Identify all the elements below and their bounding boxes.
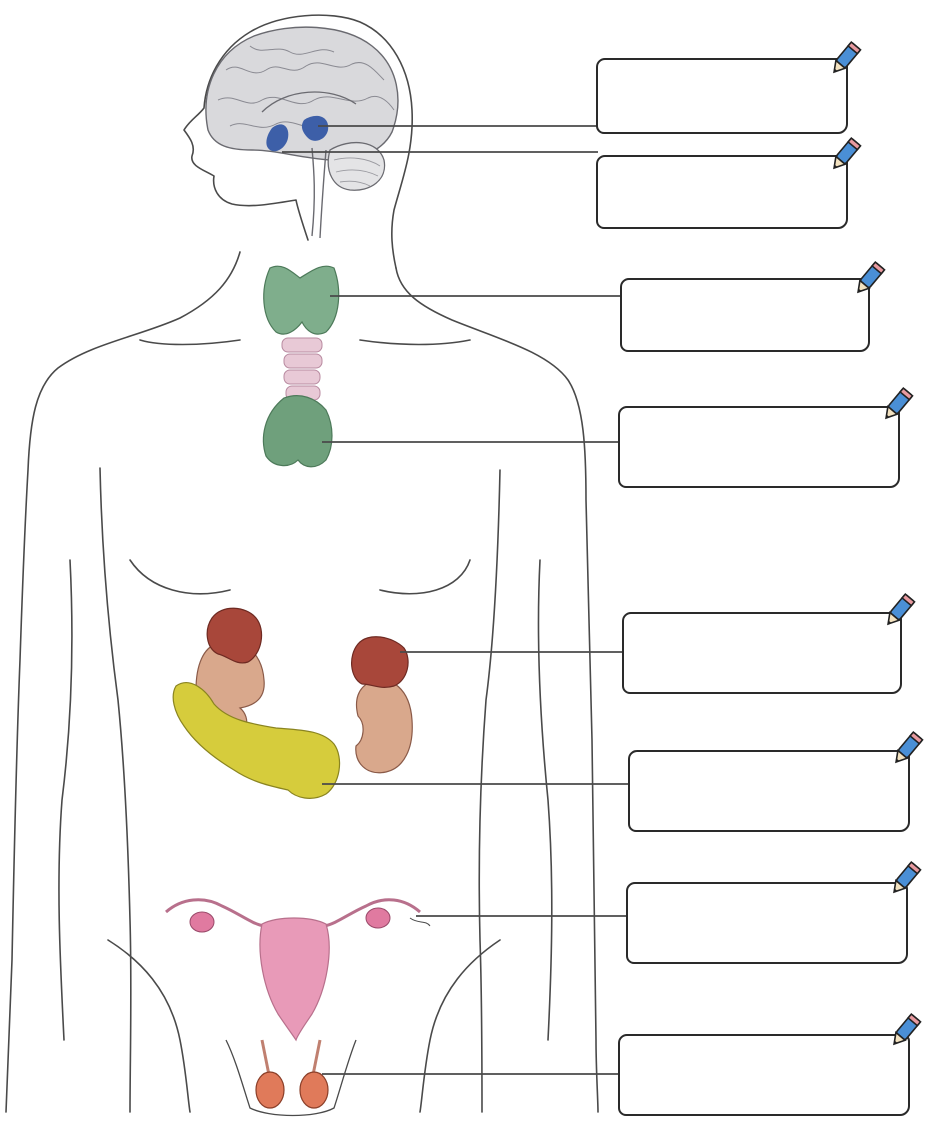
answer-box-pituitary[interactable] xyxy=(596,155,848,229)
male-reproductive xyxy=(226,1040,356,1116)
right-arm-crease xyxy=(538,560,551,1040)
right-inner-arm xyxy=(479,470,500,1112)
chest-line-left xyxy=(140,340,240,345)
pencil-icon[interactable] xyxy=(852,260,886,298)
trachea xyxy=(282,338,322,400)
answer-box-testis[interactable] xyxy=(618,1034,910,1116)
thyroid-gland xyxy=(264,266,339,334)
left-arm-crease xyxy=(59,560,72,1040)
answer-box-adrenal[interactable] xyxy=(622,612,902,694)
answer-box-thymus[interactable] xyxy=(618,406,900,488)
answer-box-pineal[interactable] xyxy=(596,58,848,134)
pencil-icon[interactable] xyxy=(888,1012,922,1050)
answer-box-thyroid[interactable] xyxy=(620,278,870,352)
thymus-gland xyxy=(263,396,332,467)
answer-box-pancreas[interactable] xyxy=(628,750,910,832)
left-hip xyxy=(108,940,190,1112)
brain xyxy=(206,27,398,238)
pectoral-left xyxy=(130,560,230,594)
pencil-icon[interactable] xyxy=(890,730,924,768)
pencil-icon[interactable] xyxy=(880,386,914,424)
right-testis xyxy=(300,1072,328,1108)
right-kidney xyxy=(356,680,412,773)
left-testis xyxy=(256,1072,284,1108)
right-shoulder xyxy=(396,268,598,1112)
pencil-icon[interactable] xyxy=(882,592,916,630)
left-ovary xyxy=(190,912,214,932)
chest-line-right xyxy=(360,340,470,345)
pencil-icon[interactable] xyxy=(888,860,922,898)
pencil-icon[interactable] xyxy=(828,40,862,78)
pencil-icon[interactable] xyxy=(828,136,862,174)
left-inner-arm xyxy=(100,468,131,1112)
right-adrenal-gland xyxy=(352,637,408,688)
pectoral-right xyxy=(380,560,470,594)
right-ovary xyxy=(366,908,390,928)
female-reproductive xyxy=(166,900,430,1040)
right-hip xyxy=(420,940,500,1112)
answer-box-ovary[interactable] xyxy=(626,882,908,964)
